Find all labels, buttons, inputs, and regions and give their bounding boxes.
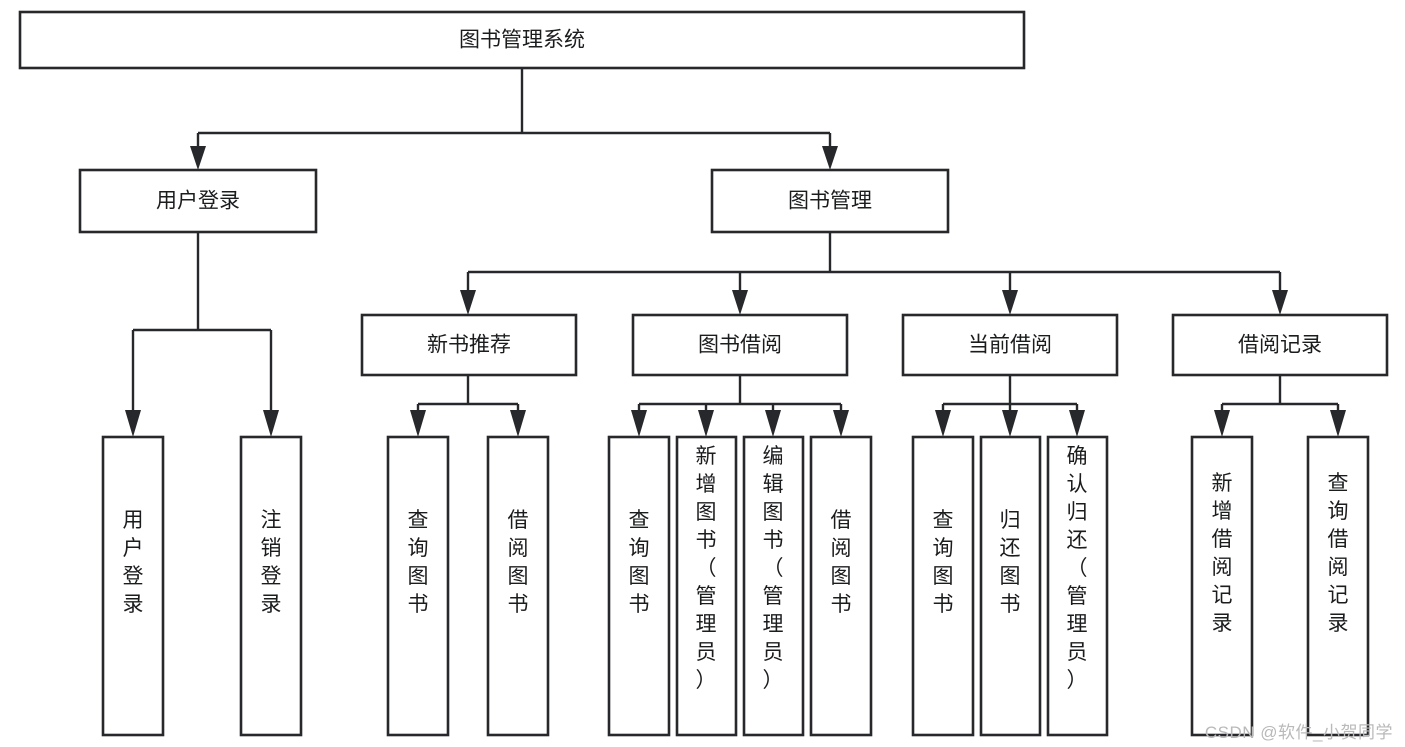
arrow-head-icon — [1330, 410, 1346, 437]
arrow-head-icon — [822, 146, 838, 170]
node-new-book-rec[interactable]: 新书推荐 — [360, 313, 578, 377]
node-leaf-borrow-book-1[interactable]: 借阅图书 — [486, 435, 550, 737]
arrow-head-icon — [698, 410, 714, 437]
node-leaf-add-book-box[interactable] — [675, 435, 738, 737]
node-leaf-return-book[interactable]: 归还图书 — [979, 435, 1042, 737]
node-leaf-query-book-3-label: 查询图书 — [933, 509, 954, 616]
node-user-login-box[interactable] — [78, 168, 318, 234]
node-leaf-query-book-1-label: 查询图书 — [408, 509, 429, 616]
node-borrow-record[interactable]: 借阅记录 — [1171, 313, 1389, 377]
node-leaf-query-book-2-label: 查询图书 — [629, 509, 650, 616]
node-leaf-confirm-return-box[interactable] — [1046, 435, 1109, 737]
node-leaf-borrow-book-2-box[interactable] — [809, 435, 873, 737]
node-leaf-confirm-return-label: 确认归还（管理员） — [1067, 445, 1088, 692]
node-leaf-edit-book-box[interactable] — [742, 435, 805, 737]
node-leaf-query-record[interactable]: 查询借阅记录 — [1306, 435, 1370, 737]
node-leaf-query-record-label: 查询借阅记录 — [1328, 472, 1349, 635]
node-leaf-edit-book[interactable]: 编辑图书（管理员） — [742, 435, 805, 737]
node-current-borrow-box[interactable] — [901, 313, 1119, 377]
node-leaf-user-login-label: 用户登录 — [123, 509, 144, 616]
node-leaf-query-book-2[interactable]: 查询图书 — [607, 435, 671, 737]
node-leaf-borrow-book-1-box[interactable] — [486, 435, 550, 737]
node-book-borrow[interactable]: 图书借阅 — [631, 313, 849, 377]
arrow-head-icon — [460, 290, 476, 315]
node-current-borrow[interactable]: 当前借阅 — [901, 313, 1119, 377]
node-leaf-add-record-box[interactable] — [1190, 435, 1254, 737]
arrow-head-icon — [732, 290, 748, 315]
arrow-head-icon — [1002, 290, 1018, 315]
node-book-manage-label: 图书管理 — [788, 190, 872, 213]
arrow-head-icon — [1002, 410, 1018, 437]
arrow-head-icon — [1272, 290, 1288, 315]
watermark-label: CSDN @软件_小贺同学 — [1204, 723, 1393, 742]
arrow-head-icon — [263, 410, 279, 437]
node-root[interactable]: 图书管理系统 — [18, 10, 1026, 70]
node-leaf-query-book-1[interactable]: 查询图书 — [386, 435, 450, 737]
node-leaf-query-book-2-box[interactable] — [607, 435, 671, 737]
arrow-head-icon — [410, 410, 426, 437]
node-book-manage[interactable]: 图书管理 — [710, 168, 950, 234]
node-leaf-query-book-3-box[interactable] — [911, 435, 975, 737]
node-leaf-add-book-label: 新增图书（管理员） — [696, 445, 717, 692]
node-root-label: 图书管理系统 — [459, 29, 585, 52]
node-leaf-borrow-book-2-label: 借阅图书 — [831, 509, 852, 616]
node-leaf-add-record-label: 新增借阅记录 — [1212, 472, 1233, 635]
node-leaf-return-book-box[interactable] — [979, 435, 1042, 737]
edge-layer — [125, 68, 1346, 437]
node-leaf-user-login[interactable]: 用户登录 — [101, 435, 165, 737]
arrow-head-icon — [935, 410, 951, 437]
node-leaf-borrow-book-2[interactable]: 借阅图书 — [809, 435, 873, 737]
arrow-head-icon — [833, 410, 849, 437]
arrow-head-icon — [1069, 410, 1085, 437]
node-leaf-query-book-1-box[interactable] — [386, 435, 450, 737]
node-leaf-add-record[interactable]: 新增借阅记录 — [1190, 435, 1254, 737]
node-current-borrow-label: 当前借阅 — [968, 334, 1052, 357]
arrow-head-icon — [631, 410, 647, 437]
node-book-manage-box[interactable] — [710, 168, 950, 234]
node-borrow-record-label: 借阅记录 — [1238, 334, 1322, 357]
node-leaf-query-record-box[interactable] — [1306, 435, 1370, 737]
node-leaf-user-logout[interactable]: 注销登录 — [239, 435, 303, 737]
node-leaf-user-login-box[interactable] — [101, 435, 165, 737]
node-new-book-rec-label: 新书推荐 — [427, 334, 511, 357]
node-user-login[interactable]: 用户登录 — [78, 168, 318, 234]
arrow-head-icon — [125, 410, 141, 437]
node-new-book-rec-box[interactable] — [360, 313, 578, 377]
node-book-borrow-label: 图书借阅 — [698, 334, 782, 357]
arrow-head-icon — [190, 146, 206, 170]
node-book-borrow-box[interactable] — [631, 313, 849, 377]
arrow-head-icon — [510, 410, 526, 437]
node-leaf-user-logout-box[interactable] — [239, 435, 303, 737]
arrow-head-icon — [765, 410, 781, 437]
node-leaf-confirm-return[interactable]: 确认归还（管理员） — [1046, 435, 1109, 737]
node-leaf-edit-book-label: 编辑图书（管理员） — [763, 445, 784, 692]
node-leaf-query-book-3[interactable]: 查询图书 — [911, 435, 975, 737]
node-leaf-add-book[interactable]: 新增图书（管理员） — [675, 435, 738, 737]
node-leaf-return-book-label: 归还图书 — [1000, 509, 1021, 616]
node-root-box[interactable] — [18, 10, 1026, 70]
node-borrow-record-box[interactable] — [1171, 313, 1389, 377]
node-leaf-borrow-book-1-label: 借阅图书 — [508, 509, 529, 616]
arrow-head-icon — [1214, 410, 1230, 437]
node-user-login-label: 用户登录 — [156, 190, 240, 213]
node-leaf-user-logout-label: 注销登录 — [261, 509, 282, 616]
